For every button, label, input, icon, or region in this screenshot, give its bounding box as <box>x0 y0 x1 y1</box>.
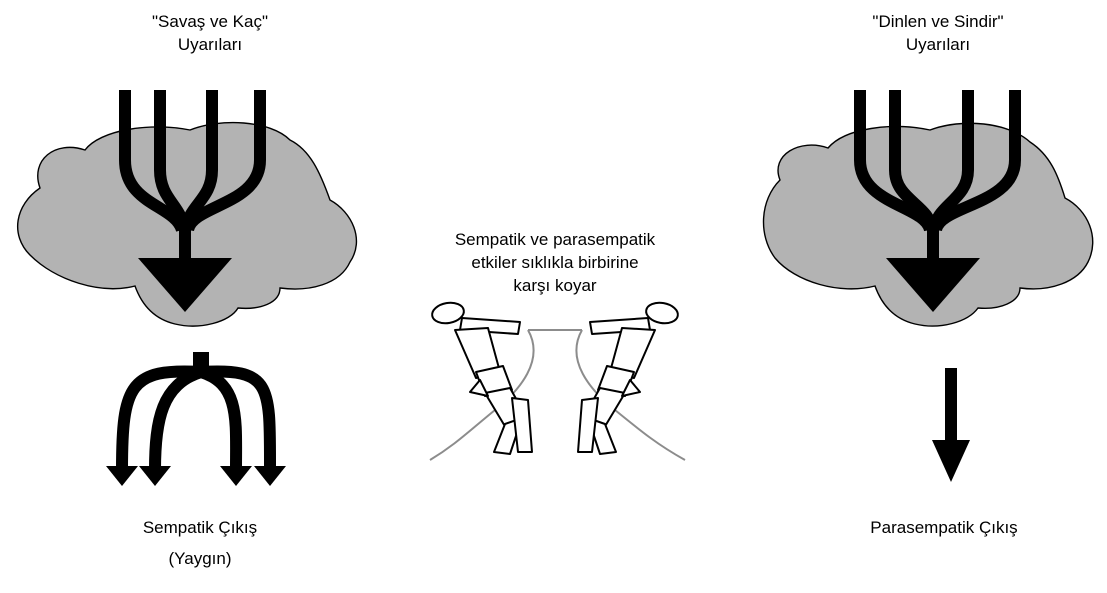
left-stimulus-line1: "Savaş ve Kaç" <box>152 10 268 33</box>
sympathetic-arrowhead-4 <box>254 466 286 486</box>
sympathetic-output-label: Sempatik Çıkış (Yaygın) <box>143 516 257 570</box>
right-stimulus-label: "Dinlen ve Sindir" Uyarıları <box>872 10 1003 56</box>
parasympathetic-output-line1: Parasempatik Çıkış <box>870 516 1017 539</box>
left-brain-group <box>18 90 357 326</box>
sympathetic-output-line1: Sempatik Çıkış <box>143 516 257 539</box>
center-caption-line2: etkiler sıklıkla birbirine <box>455 251 655 274</box>
sympathetic-arrowhead-1 <box>106 466 138 486</box>
center-caption: Sempatik ve parasempatik etkiler sıklıkl… <box>455 228 655 297</box>
left-stimulus-line2: Uyarıları <box>152 33 268 56</box>
parasympathetic-output-label: Parasempatik Çıkış <box>870 516 1017 539</box>
tug-of-war-illustration <box>430 300 685 460</box>
right-stimulus-line1: "Dinlen ve Sindir" <box>872 10 1003 33</box>
sympathetic-output-diagram <box>106 352 286 486</box>
sympathetic-arrowhead-2 <box>139 466 171 486</box>
right-stimulus-line2: Uyarıları <box>872 33 1003 56</box>
center-caption-line1: Sempatik ve parasempatik <box>455 228 655 251</box>
left-puller-figure <box>431 300 532 454</box>
right-puller-figure <box>578 300 679 454</box>
center-caption-line3: karşı koyar <box>455 274 655 297</box>
parasympathetic-output-diagram <box>932 368 970 482</box>
right-brain-group <box>764 90 1093 326</box>
parasympathetic-arrowhead <box>932 440 970 482</box>
sympathetic-arrowhead-3 <box>220 466 252 486</box>
sympathetic-output-line2: (Yaygın) <box>143 547 257 570</box>
left-stimulus-label: "Savaş ve Kaç" Uyarıları <box>152 10 268 56</box>
